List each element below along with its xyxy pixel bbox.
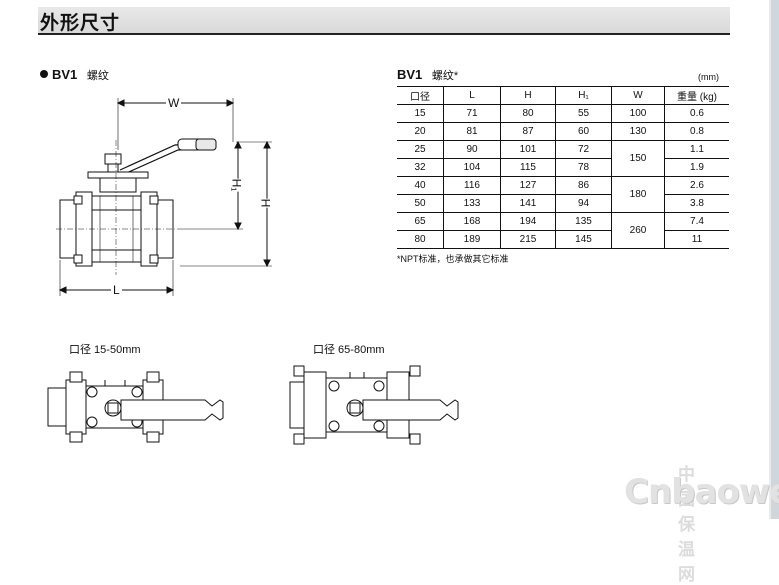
- dim-label-l: L: [111, 283, 122, 297]
- cell-w: 130: [611, 122, 665, 141]
- cell-weight: 0.6: [664, 104, 729, 123]
- table-row: 20 81 87 60 130 0.8: [397, 122, 729, 141]
- cell-h: 141: [500, 194, 556, 213]
- table-row: 65 168 194 135 260 7.4: [397, 212, 729, 249]
- cell-h: 194: [500, 212, 556, 231]
- cell-w: 180: [611, 176, 665, 213]
- bottom-right-label: 口径 65-80mm: [313, 344, 385, 356]
- cell-bore: 50: [397, 194, 444, 213]
- cell-bore: 32: [397, 158, 444, 177]
- cell-h1: 55: [555, 104, 612, 123]
- bullet-dot: [40, 70, 48, 78]
- table-type: 螺纹*: [431, 70, 459, 82]
- table-row: 40 116 127 86 180 2.6: [397, 176, 729, 213]
- table-model: BV1: [397, 67, 423, 82]
- cell-h1: 94: [555, 194, 612, 213]
- cell-h: 115: [500, 158, 556, 177]
- dimension-table: 口径 L H H₁ W 重量 (kg) 15 71 80 55 100 0.6 …: [397, 86, 729, 249]
- cell-weight: 3.8: [664, 194, 729, 213]
- cell-bore: 65: [397, 212, 444, 231]
- table-title: BV1 螺纹*: [397, 67, 458, 83]
- valve-drawings: [47, 98, 459, 445]
- cell-bore: 80: [397, 230, 444, 249]
- cell-h: 80: [500, 104, 556, 123]
- cell-weight: 7.4: [664, 212, 729, 231]
- header-w: W: [611, 86, 665, 105]
- cell-weight: 1.9: [664, 158, 729, 177]
- cell-l: 116: [443, 176, 501, 195]
- cell-l: 71: [443, 104, 501, 123]
- table-row: 80 189 215 145 11: [397, 230, 729, 249]
- cell-h1: 145: [555, 230, 612, 249]
- drawing-title: BV1 螺纹: [40, 67, 109, 83]
- cell-h: 87: [500, 122, 556, 141]
- header-h1: H₁: [555, 86, 612, 105]
- section-header: 外形尺寸: [38, 7, 730, 35]
- cell-h1: 78: [555, 158, 612, 177]
- table-row: 32 104 115 78 1.9: [397, 158, 729, 177]
- header-h: H: [500, 86, 556, 105]
- page-edge-strip: [771, 0, 779, 519]
- cell-h1: 72: [555, 140, 612, 159]
- drawing-model: BV1: [52, 67, 78, 82]
- watermark-main-text: Cnbaowen: [624, 472, 779, 512]
- page-edge-strip-light: [769, 0, 771, 519]
- cell-l: 189: [443, 230, 501, 249]
- cell-weight: 11: [664, 230, 729, 249]
- header-bore: 口径: [397, 86, 444, 105]
- cell-l: 133: [443, 194, 501, 213]
- table-row: 50 133 141 94 3.8: [397, 194, 729, 213]
- cell-h1: 86: [555, 176, 612, 195]
- dim-label-w: W: [166, 96, 182, 110]
- dim-label-h1: H₁: [229, 178, 244, 192]
- cell-weight: 1.1: [664, 140, 729, 159]
- table-row: 25 90 101 72 150 1.1: [397, 140, 729, 177]
- cell-weight: 0.8: [664, 122, 729, 141]
- dim-label-h: H: [258, 198, 273, 208]
- cell-h: 101: [500, 140, 556, 159]
- cell-l: 90: [443, 140, 501, 159]
- cell-bore: 15: [397, 104, 444, 123]
- cell-w: 150: [611, 140, 665, 177]
- header-l: L: [443, 86, 501, 105]
- section-title: 外形尺寸: [40, 12, 121, 34]
- top-view-small-drawing: [47, 371, 224, 443]
- cell-l: 168: [443, 212, 501, 231]
- cell-l: 104: [443, 158, 501, 177]
- top-view-large-drawing: [289, 365, 459, 445]
- cell-weight: 2.6: [664, 176, 729, 195]
- cell-h1: 135: [555, 212, 612, 231]
- cell-h: 215: [500, 230, 556, 249]
- cell-h: 127: [500, 176, 556, 195]
- cell-bore: 40: [397, 176, 444, 195]
- cell-l: 81: [443, 122, 501, 141]
- cell-w: 260: [611, 212, 665, 249]
- cell-h1: 60: [555, 122, 612, 141]
- drawing-type: 螺纹: [86, 70, 109, 82]
- table-row: 15 71 80 55 100 0.6: [397, 104, 729, 123]
- cell-w: 100: [611, 104, 665, 123]
- table-footnote: *NPT标准，也承做其它标准: [397, 254, 509, 264]
- table-header-row: 口径 L H H₁ W 重量 (kg): [397, 86, 729, 105]
- header-weight: 重量 (kg): [664, 86, 729, 105]
- bottom-left-label: 口径 15-50mm: [69, 344, 141, 356]
- cell-bore: 25: [397, 140, 444, 159]
- table-unit: (mm): [698, 72, 719, 82]
- front-view-drawing: [56, 98, 272, 296]
- cell-bore: 20: [397, 122, 444, 141]
